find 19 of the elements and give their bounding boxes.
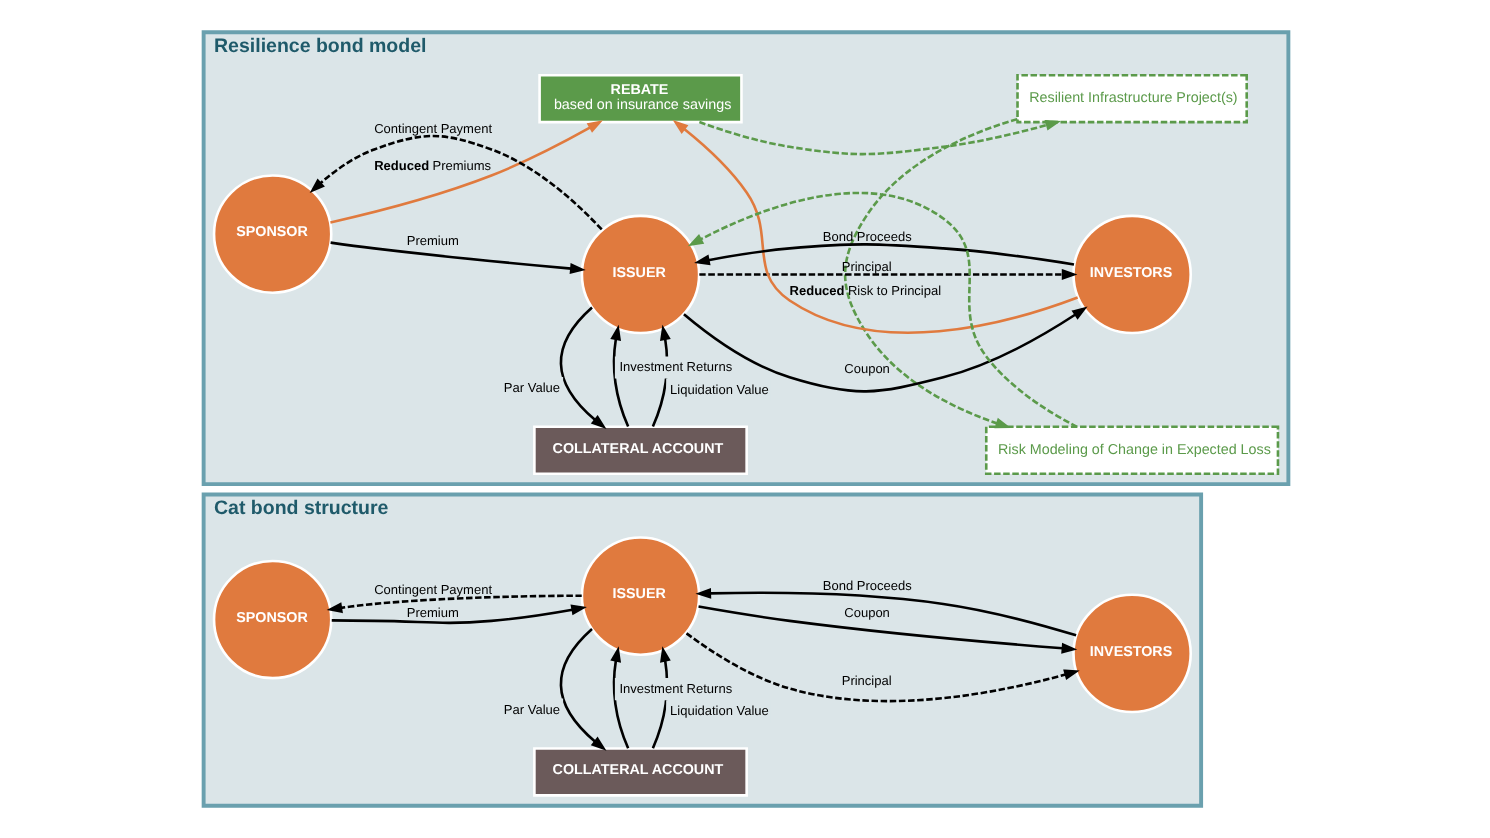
arrow — [609, 324, 629, 428]
arrow — [686, 191, 1077, 428]
arrow — [693, 243, 1074, 266]
arrow — [308, 134, 602, 231]
arrow — [325, 594, 581, 614]
arrow — [682, 306, 1087, 393]
arrow — [842, 117, 1017, 429]
arrow — [671, 120, 1078, 334]
arrow — [684, 632, 1079, 703]
arrow — [329, 241, 585, 274]
arrow — [698, 268, 1077, 280]
arrow — [329, 120, 602, 224]
arrow — [697, 120, 1061, 156]
arrow — [697, 605, 1077, 654]
arrow — [330, 604, 586, 625]
arrow — [609, 646, 629, 749]
arrow — [694, 587, 1076, 637]
arrow — [558, 306, 606, 430]
arrow — [558, 628, 606, 751]
